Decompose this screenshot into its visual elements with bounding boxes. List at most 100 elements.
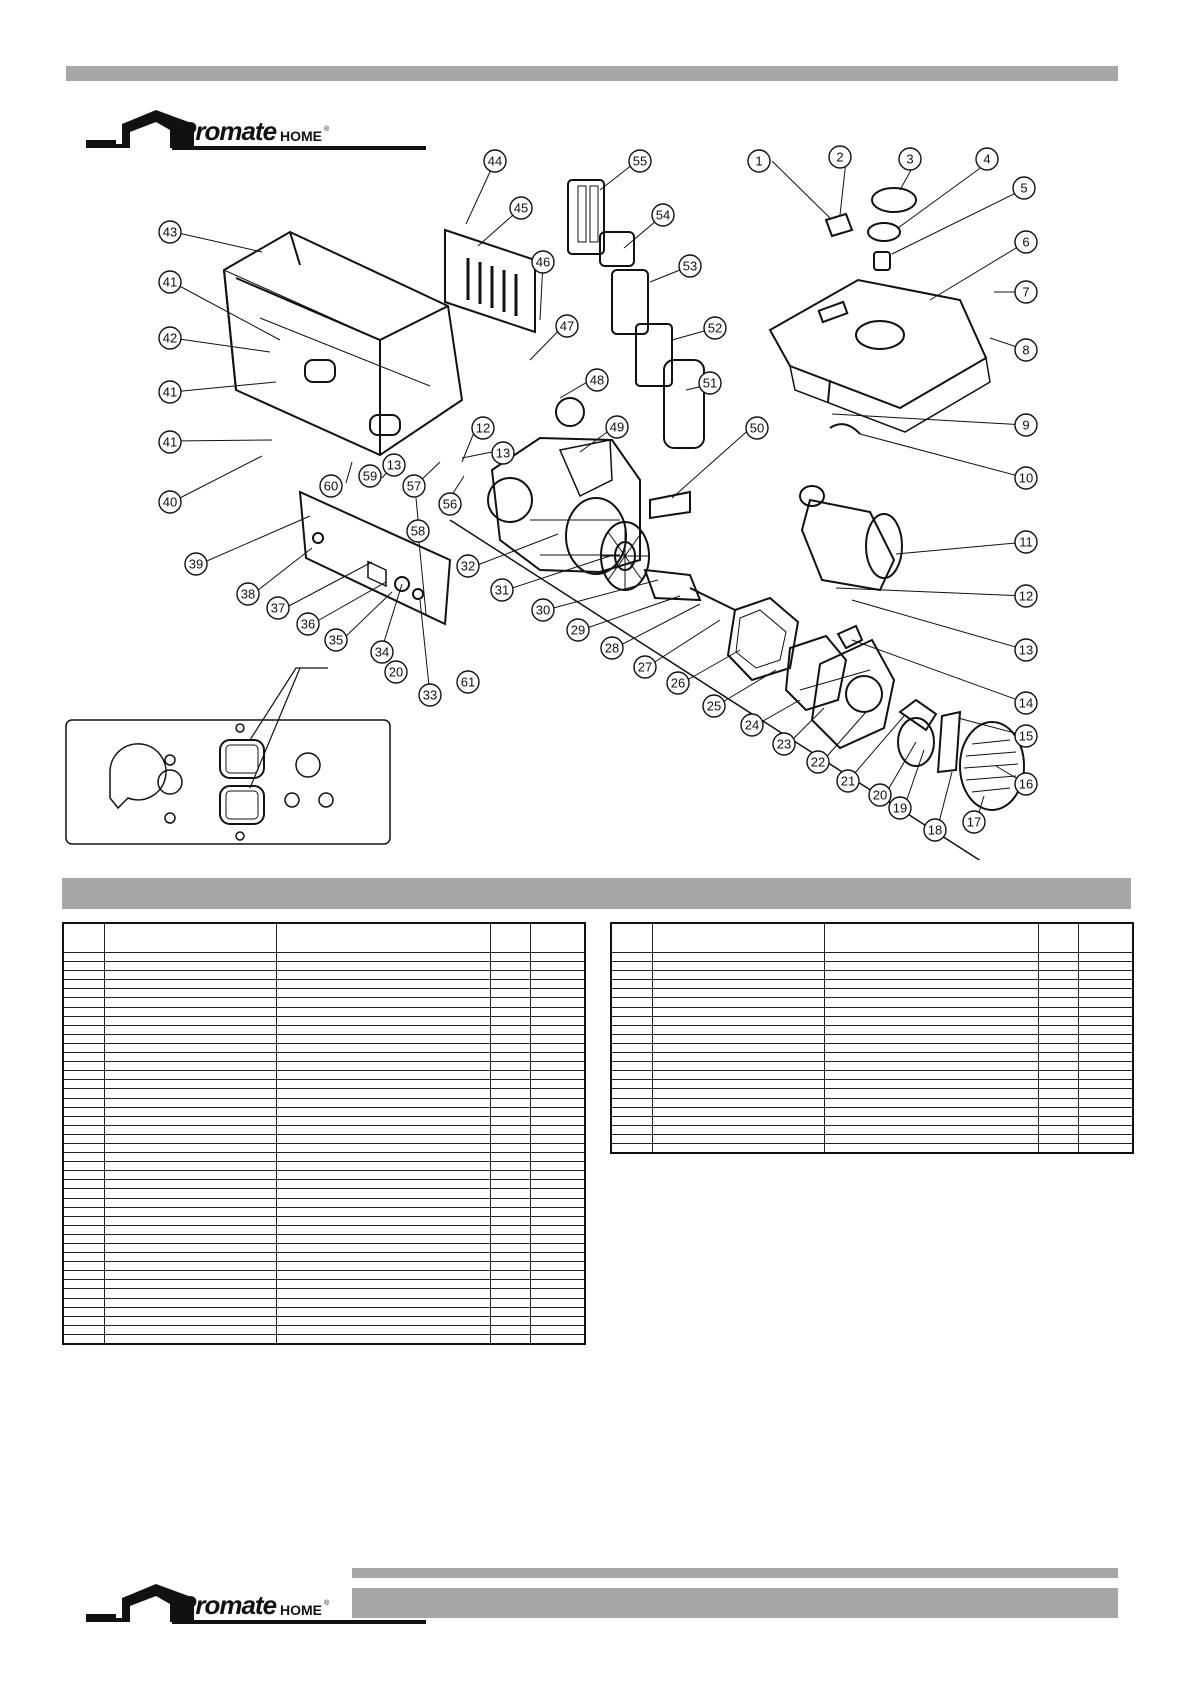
callout-circle (566, 618, 590, 642)
callout-circle (1014, 584, 1038, 608)
table-cell (489, 951, 531, 963)
table-cell (529, 1061, 586, 1072)
callout-circle (772, 732, 796, 756)
table-row (62, 1079, 586, 1090)
table-cell (489, 1133, 531, 1144)
callout-circle (1014, 413, 1038, 437)
table-row (62, 1170, 586, 1181)
table-row (62, 1297, 586, 1308)
table-row (62, 1188, 586, 1199)
table-row (62, 1070, 586, 1081)
table-cell (823, 997, 1039, 1008)
table-cell (489, 1215, 531, 1226)
table-cell (610, 1088, 653, 1099)
house-icon (86, 1584, 194, 1622)
table-row (610, 988, 1134, 999)
table-cell (823, 1052, 1039, 1063)
table-cell (1037, 1115, 1079, 1126)
table-cell (529, 1161, 586, 1172)
table-cell (651, 1097, 825, 1108)
table-cell (275, 1052, 491, 1063)
table-cell (529, 1224, 586, 1235)
table-cell (62, 1315, 105, 1326)
table-cell (651, 1042, 825, 1054)
callout-circle (509, 196, 533, 220)
callout-label: 41 (163, 435, 177, 450)
callout-circle (585, 368, 609, 392)
callout-circle (184, 552, 208, 576)
callout-label: 6 (1022, 235, 1029, 250)
brand-name: Promate (179, 116, 277, 146)
callout-circle (600, 636, 624, 660)
table-cell (489, 1188, 531, 1199)
table-cell (1077, 1115, 1134, 1126)
table-cell (275, 988, 491, 999)
table-cell (62, 1052, 105, 1063)
table-cell (62, 1006, 105, 1017)
table-cell (62, 1097, 105, 1108)
table-cell (529, 979, 586, 990)
table-cell (1077, 1070, 1134, 1081)
callout-label: 16 (1019, 777, 1033, 792)
table-cell (823, 1088, 1039, 1099)
table-cell (489, 1115, 531, 1126)
callout-label: 28 (605, 641, 619, 656)
table-cell (489, 1161, 531, 1172)
table-cell (529, 1033, 586, 1044)
table-cell (489, 1288, 531, 1299)
table-cell (529, 1124, 586, 1135)
table-row (62, 1033, 586, 1044)
table-cell (529, 1288, 586, 1299)
callout-label: 8 (1022, 343, 1029, 358)
callout-circle (666, 671, 690, 695)
callout-label: 34 (375, 645, 389, 660)
louver-panel-illustration (444, 228, 536, 334)
table-cell (275, 1333, 491, 1345)
table-cell (1037, 970, 1079, 981)
callout-label: 41 (163, 275, 177, 290)
callout-label: 54 (656, 208, 670, 223)
table-cell (651, 997, 825, 1008)
callout-circle (702, 694, 726, 718)
table-cell (275, 1215, 491, 1226)
callout-circle (1014, 691, 1038, 715)
parts-table-right (610, 922, 1134, 1155)
table-cell (489, 1070, 531, 1081)
table-cell (275, 1033, 491, 1044)
fuel-tank-illustration (768, 278, 991, 433)
table-cell (275, 1224, 491, 1235)
brand-suffix: HOME (280, 1602, 322, 1618)
callout-label: 51 (703, 376, 717, 391)
callout-circle (158, 380, 182, 404)
table-cell (610, 997, 653, 1008)
table-cell (651, 961, 825, 972)
table-cell (489, 1061, 531, 1072)
table-cell (275, 1133, 491, 1144)
table-cell (1037, 961, 1079, 972)
table-cell (529, 1197, 586, 1208)
callout-label: 20 (389, 665, 403, 680)
callout-circle (456, 670, 480, 694)
callout-circle (382, 453, 406, 477)
table-cell (103, 997, 277, 1008)
table-cell (489, 1242, 531, 1254)
table-cell (529, 1015, 586, 1026)
table-row (62, 1097, 586, 1108)
callout-circle (628, 149, 652, 173)
table-cell (1077, 1042, 1134, 1054)
exploded-parts-diagram: 1234567891011121314151617181920212223242… (65, 145, 1038, 860)
table-row (62, 1124, 586, 1135)
table-cell (823, 961, 1039, 972)
table-cell (103, 1115, 277, 1126)
table-cell (1077, 961, 1134, 972)
callout-circle (962, 810, 986, 834)
table-row (62, 1206, 586, 1217)
table-row (610, 1106, 1134, 1117)
frame-illustration (222, 230, 464, 457)
callout-label: 38 (241, 587, 255, 602)
table-cell (610, 1124, 653, 1135)
callout-circle (491, 441, 515, 465)
table-cell (823, 988, 1039, 999)
table-cell (1037, 1033, 1079, 1044)
